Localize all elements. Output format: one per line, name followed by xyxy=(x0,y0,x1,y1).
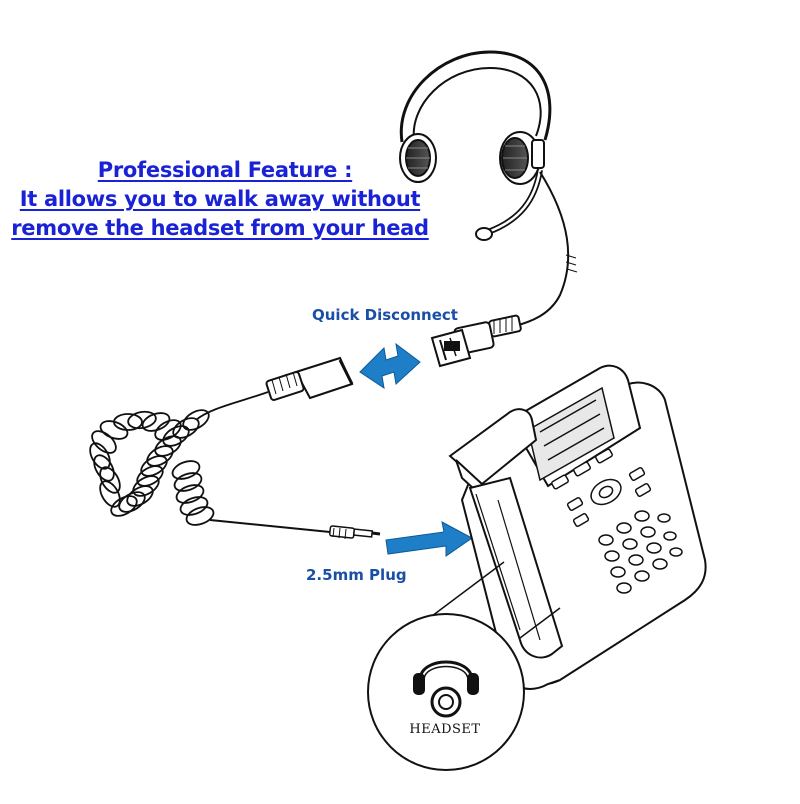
phone-handset xyxy=(448,408,564,659)
headset-port-label: HEADSET xyxy=(409,722,481,737)
headset-port-callout xyxy=(367,561,561,771)
headline-line-2: It allows you to walk away without xyxy=(19,187,421,211)
plug-label: 2.5mm Plug xyxy=(306,566,407,584)
phone-display xyxy=(527,386,615,482)
qd-connector-headset-side xyxy=(430,314,522,368)
headset-icon xyxy=(413,660,479,718)
quick-disconnect-label: Quick Disconnect xyxy=(312,306,458,324)
right-ear-cup xyxy=(499,131,545,185)
headline-line-3: remove the headset from your head xyxy=(11,216,429,240)
desk-phone xyxy=(448,364,707,690)
double-arrow-icon xyxy=(359,342,421,390)
arrow-right-icon xyxy=(385,521,473,557)
keypad xyxy=(598,510,683,594)
left-ear-cup xyxy=(399,133,437,183)
qd-connector-cord-side xyxy=(265,356,354,401)
coiled-cord xyxy=(89,391,331,533)
headset-drawing xyxy=(399,50,578,327)
plug-cable xyxy=(209,519,331,533)
softkeys xyxy=(551,448,613,490)
headline-title: Professional Feature : xyxy=(97,158,353,182)
headset-cord xyxy=(514,171,570,327)
nav-cluster xyxy=(566,467,652,527)
plug-2-5mm xyxy=(328,525,381,540)
